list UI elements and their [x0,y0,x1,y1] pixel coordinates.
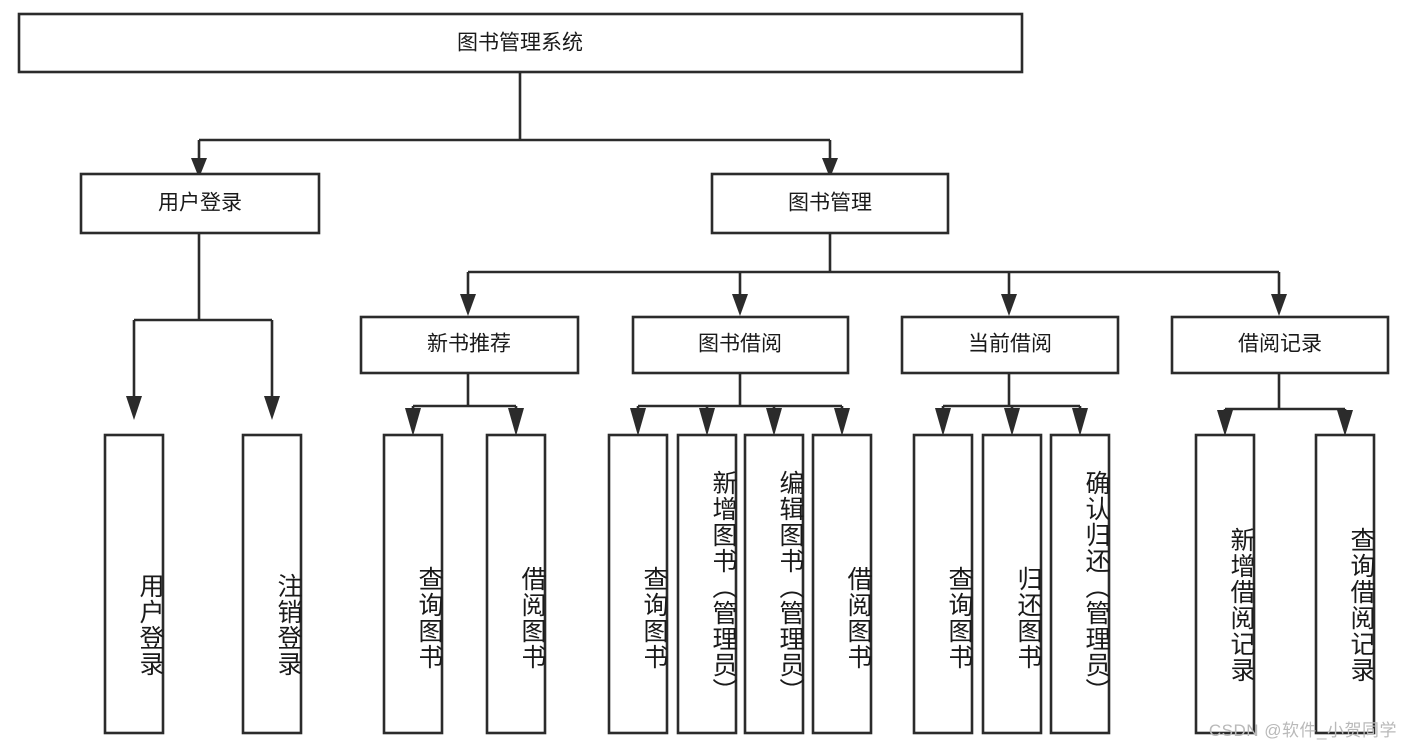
arrow-to-leaf-logout-login [264,396,280,420]
node-new-book-recommend-label: 新书推荐 [427,333,511,356]
node-leaf-edit-book[interactable] [743,433,805,735]
node-leaf-borrow-book-1[interactable] [485,433,547,735]
arrow-to-leaf-query-book-1 [405,408,421,436]
arrow-to-leaf-user-login [126,396,142,420]
arrow-to-borrow-record [1271,294,1287,316]
arrow-to-leaf-borrow-book-1 [508,408,524,436]
arrow-to-leaf-edit-book [766,408,782,436]
arrow-to-current-borrow [1001,294,1017,316]
arrow-to-user-login [191,158,207,178]
node-leaf-confirm-return[interactable] [1049,433,1111,735]
node-leaf-logout-login[interactable] [241,433,303,735]
node-book-manage-label: 图书管理 [788,192,872,215]
arrow-to-new-book-recommend [460,294,476,316]
arrow-to-book-borrow [732,294,748,316]
node-leaf-return-book[interactable] [981,433,1043,735]
arrow-to-leaf-query-record [1337,410,1353,436]
node-book-borrow[interactable] [631,315,850,375]
node-leaf-borrow-book-2[interactable] [811,433,873,735]
node-leaf-query-book-1[interactable] [382,433,444,735]
node-current-borrow-label: 当前借阅 [968,333,1052,356]
node-root-label: 图书管理系统 [457,32,583,55]
node-book-borrow-label: 图书借阅 [698,333,782,356]
arrow-to-leaf-confirm-return [1072,408,1088,436]
node-borrow-record[interactable] [1170,315,1390,375]
node-borrow-record-label: 借阅记录 [1238,333,1322,356]
node-leaf-query-book-3[interactable] [912,433,974,735]
node-leaf-user-login[interactable] [103,433,165,735]
arrow-to-leaf-return-book [1004,408,1020,436]
node-new-book-recommend[interactable] [359,315,580,375]
node-leaf-query-book-2[interactable] [607,433,669,735]
node-leaf-add-record[interactable] [1194,433,1256,735]
node-leaf-add-book[interactable] [676,433,738,735]
node-current-borrow[interactable] [900,315,1120,375]
arrow-to-leaf-add-record [1217,410,1233,436]
connector-layer [126,72,1353,436]
node-layer: 图书管理系统 用户登录 图书管理 新书推荐 图书借阅 当前借阅 借阅记录 [17,12,1390,735]
node-user-login[interactable] [79,172,321,235]
node-leaf-query-record[interactable] [1314,433,1376,735]
arrow-to-book-manage [822,158,838,178]
arrow-to-leaf-borrow-book-2 [834,408,850,436]
node-root[interactable] [17,12,1024,74]
node-user-login-label: 用户登录 [158,192,242,215]
arrow-to-leaf-add-book [699,408,715,436]
arrow-to-leaf-query-book-3 [935,408,951,436]
watermark: CSDN @软件_小贺同学 [1208,721,1397,740]
arrow-to-leaf-query-book-2 [630,408,646,436]
node-book-manage[interactable] [710,172,950,235]
